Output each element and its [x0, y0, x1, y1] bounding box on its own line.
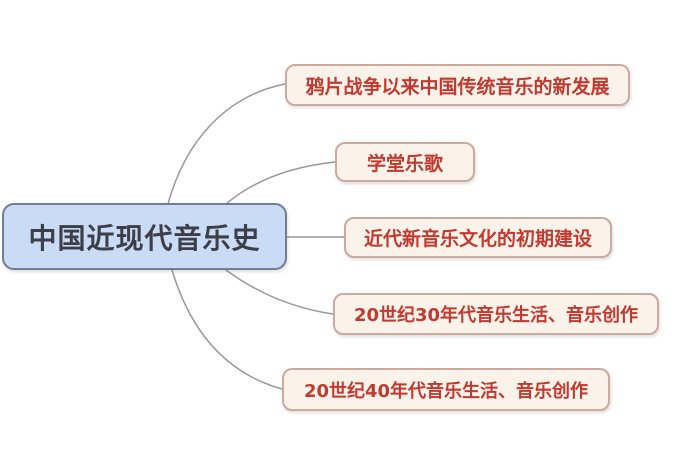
- branch-node-school-songs[interactable]: 学堂乐歌: [335, 142, 475, 182]
- root-node-label: 中国近现代音乐史: [28, 221, 261, 255]
- branch-node-traditional-music-development[interactable]: 鸦片战争以来中国传统音乐的新发展: [285, 64, 630, 106]
- connector-root-to-branch-2: [225, 161, 336, 205]
- connector-root-to-branch-5: [171, 269, 283, 390]
- branch-node-new-music-culture[interactable]: 近代新音乐文化的初期建设: [344, 217, 612, 258]
- connector-root-to-branch-1: [167, 83, 286, 205]
- connector-root-to-branch-4: [225, 269, 334, 315]
- branch-node-label: 20世纪30年代音乐生活、音乐创作: [353, 305, 639, 326]
- root-node[interactable]: 中国近现代音乐史: [2, 203, 287, 270]
- branch-node-1930s-music[interactable]: 20世纪30年代音乐生活、音乐创作: [333, 293, 659, 335]
- branch-node-1940s-music[interactable]: 20世纪40年代音乐生活、音乐创作: [282, 368, 610, 411]
- branch-node-label: 近代新音乐文化的初期建设: [363, 228, 592, 250]
- branch-node-label: 鸦片战争以来中国传统音乐的新发展: [305, 75, 610, 98]
- branch-node-label: 20世纪40年代音乐生活、音乐创作: [303, 380, 589, 402]
- branch-node-label: 学堂乐歌: [366, 152, 443, 175]
